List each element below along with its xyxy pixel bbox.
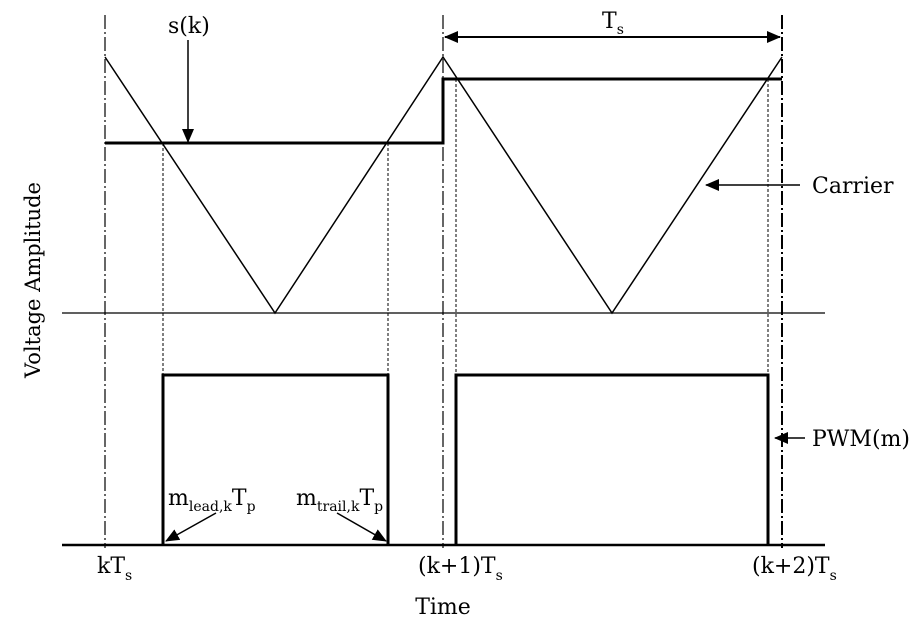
y-axis-label: Voltage Amplitude bbox=[21, 182, 45, 379]
lead-edge-label: mlead,kTp bbox=[168, 486, 256, 515]
carrier-wave bbox=[104, 55, 783, 315]
reference-signal bbox=[105, 77, 782, 145]
pwm-pulse-2 bbox=[454, 373, 770, 545]
tick-k1: (k+1)Ts bbox=[418, 554, 503, 584]
tick-k2: (k+2)Ts bbox=[752, 554, 837, 584]
tick-k: kTs bbox=[97, 554, 132, 584]
x-axis-label: Time bbox=[415, 595, 471, 620]
pwm-pulse-1 bbox=[161, 373, 390, 545]
trail-arrow bbox=[336, 512, 387, 542]
pwm-label: PWM(m) bbox=[812, 427, 910, 452]
carrier-label: Carrier bbox=[812, 174, 894, 199]
signal-label: s(k) bbox=[168, 14, 210, 39]
lead-arrow bbox=[165, 512, 217, 542]
intersection-lines bbox=[162, 79, 769, 375]
period-label: Ts bbox=[602, 9, 624, 38]
trail-edge-label: mtrail,kTp bbox=[296, 486, 383, 515]
